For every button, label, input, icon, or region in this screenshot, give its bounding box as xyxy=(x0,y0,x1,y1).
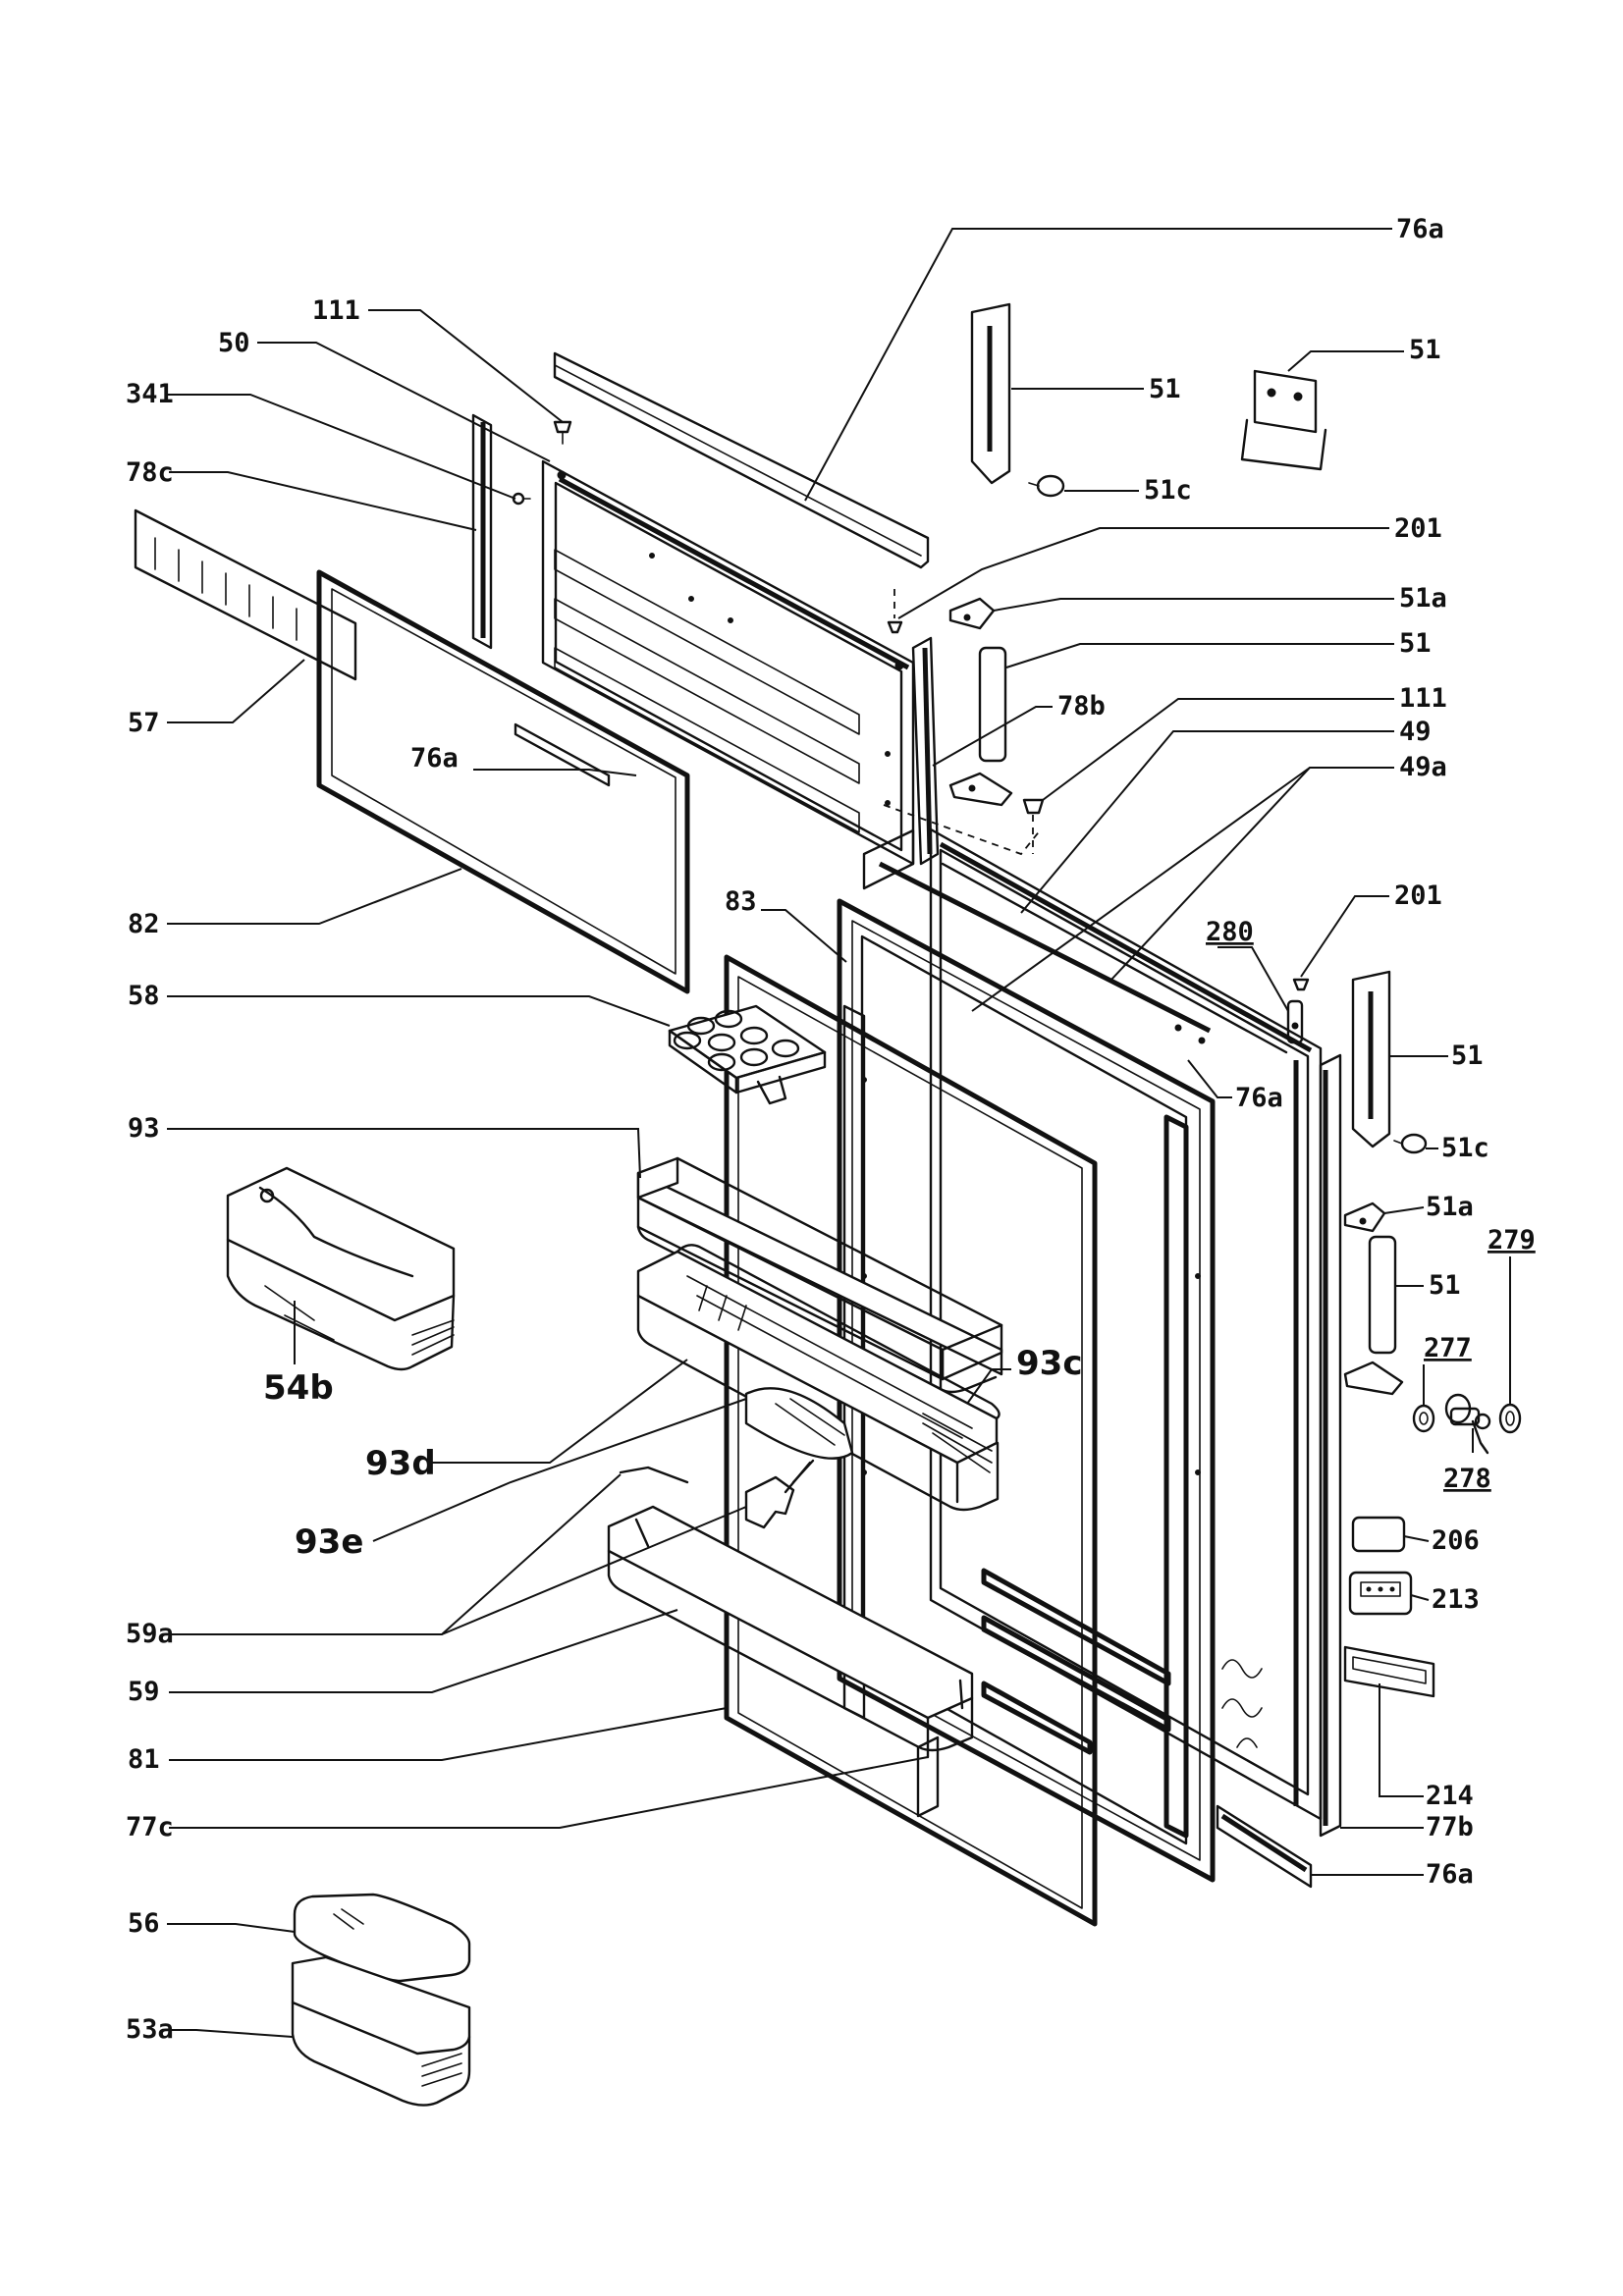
bottle-shelf-59 xyxy=(607,1505,974,1818)
callout-93d: 93d xyxy=(365,1444,436,1483)
door-hinge-top xyxy=(948,597,1013,807)
pin-280 xyxy=(1286,999,1304,1044)
callout-53a: 53a xyxy=(126,2014,174,2045)
leader-lines xyxy=(165,228,1511,2038)
egg-tray-58 xyxy=(668,1004,827,1105)
screw-201-mid xyxy=(1292,978,1310,991)
callout-277: 277 xyxy=(1424,1333,1472,1363)
freezer-trim-strip xyxy=(514,722,611,787)
callout-58: 58 xyxy=(128,981,160,1011)
callout-111-mid: 111 xyxy=(1399,683,1447,714)
screw-51c-low xyxy=(1393,1133,1428,1154)
callout-50: 50 xyxy=(218,328,250,358)
callout-56: 56 xyxy=(128,1908,160,1939)
callout-78c: 78c xyxy=(126,457,174,488)
door-shelf-93c xyxy=(636,1244,1001,1512)
callout-49: 49 xyxy=(1399,717,1432,747)
callout-57: 57 xyxy=(128,708,160,738)
bottle-holder-59a xyxy=(619,1459,815,1529)
callout-76a-bottom: 76a xyxy=(1426,1859,1474,1890)
lock-key-278 xyxy=(1444,1393,1491,1455)
callout-213: 213 xyxy=(1432,1584,1480,1615)
screw-201-top xyxy=(887,589,903,634)
callout-214: 214 xyxy=(1426,1781,1474,1811)
callout-341: 341 xyxy=(126,379,174,409)
container-box-53a xyxy=(291,1955,471,2107)
callout-51-handle-low: 51 xyxy=(1451,1041,1484,1071)
callout-280: 280 xyxy=(1206,917,1254,947)
main-door-bottom-strip-76a xyxy=(1216,1804,1313,1889)
cover-cap-206 xyxy=(1351,1516,1406,1553)
callout-77c: 77c xyxy=(126,1812,174,1842)
control-panel-213 xyxy=(1348,1571,1413,1616)
door-trim-214 xyxy=(1343,1645,1435,1698)
door-hinge-low xyxy=(1343,1201,1404,1396)
callout-51-hinge-top: 51 xyxy=(1399,628,1432,659)
freezer-door-top-strip xyxy=(553,351,930,569)
callout-51-clip: 51 xyxy=(1409,335,1441,365)
callout-93: 93 xyxy=(128,1113,160,1144)
callout-76a-mid: 76a xyxy=(1235,1083,1283,1113)
callout-51-hinge-low: 51 xyxy=(1429,1270,1461,1301)
callout-51a-low: 51a xyxy=(1426,1192,1474,1222)
callout-76a-freezer: 76a xyxy=(410,743,459,774)
shelf-divider-93e xyxy=(744,1387,854,1460)
butter-dish-54b xyxy=(226,1166,456,1371)
callout-78b: 78b xyxy=(1057,691,1106,721)
callout-51a-top: 51a xyxy=(1399,583,1447,614)
callout-51c-low: 51c xyxy=(1441,1133,1489,1163)
main-door-outer-panel xyxy=(929,828,1323,1821)
callout-76a-top: 76a xyxy=(1396,214,1444,244)
main-door-side-strip-77b xyxy=(1319,1053,1342,1838)
handle-clip-51 xyxy=(1240,369,1327,471)
container-lid-56 xyxy=(293,1893,471,1983)
door-handle-low xyxy=(1351,970,1391,1148)
screw-51c-top xyxy=(1028,474,1065,498)
callout-93e: 93e xyxy=(295,1522,363,1562)
callout-82: 82 xyxy=(128,909,160,939)
callout-51-handle-top: 51 xyxy=(1149,374,1181,404)
callout-278: 278 xyxy=(1443,1464,1491,1494)
callout-206: 206 xyxy=(1432,1525,1480,1556)
screw-111-top xyxy=(553,420,572,445)
callout-201-mid: 201 xyxy=(1394,881,1442,911)
door-handle-top xyxy=(970,302,1011,485)
freezer-door-front xyxy=(862,828,1212,1034)
callout-81: 81 xyxy=(128,1744,160,1775)
callout-49a: 49a xyxy=(1399,752,1447,782)
lock-washer-277 xyxy=(1412,1404,1435,1433)
callout-93c: 93c xyxy=(1016,1344,1082,1383)
screw-341 xyxy=(512,492,531,506)
callout-77b: 77b xyxy=(1426,1812,1474,1842)
callout-59: 59 xyxy=(128,1677,160,1707)
callout-201-top: 201 xyxy=(1394,513,1442,544)
callout-51c-top: 51c xyxy=(1144,475,1192,506)
callout-59a: 59a xyxy=(126,1619,174,1649)
callout-83: 83 xyxy=(725,886,757,917)
screw-111-mid xyxy=(1022,798,1045,815)
callout-labels: 76a 111 50 341 78c 51 51 51c 201 51a 51 … xyxy=(126,214,1536,2045)
mullion-strip-78b xyxy=(911,636,940,866)
lock-ring-279 xyxy=(1498,1403,1522,1434)
callout-54b: 54b xyxy=(263,1368,334,1408)
freezer-side-strip xyxy=(471,413,493,650)
freezer-label-card xyxy=(134,508,357,681)
callout-111-top: 111 xyxy=(312,295,360,326)
freezer-door-inner-panel xyxy=(541,459,915,866)
freezer-door-gasket xyxy=(316,569,690,994)
callout-279: 279 xyxy=(1488,1225,1536,1255)
